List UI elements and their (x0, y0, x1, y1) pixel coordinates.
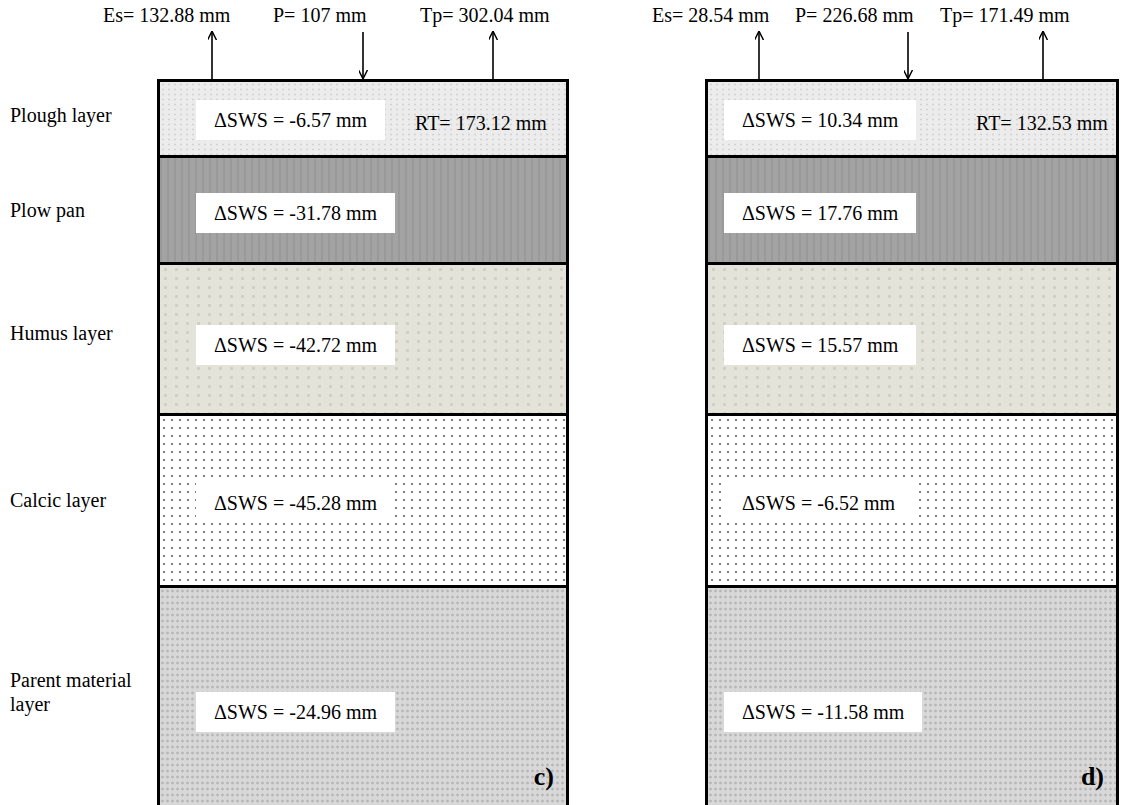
storage-change: ΔSWS = -6.52 mm (724, 483, 913, 523)
soil-layer: ΔSWS = 17.76 mm (708, 158, 1116, 265)
root-uptake: RT= 132.53 mm (976, 111, 1108, 135)
storage-change: ΔSWS = -24.96 mm (196, 692, 395, 732)
layer-name: Calcic layer (10, 488, 150, 512)
flux-label: Tp= 302.04 mm (420, 3, 550, 27)
flux-label: P= 107 mm (273, 3, 367, 27)
flux-label: P= 226.68 mm (795, 3, 914, 27)
flux-label: Tp= 171.49 mm (940, 3, 1070, 27)
flux-arrow (492, 32, 494, 79)
soil-layer: ΔSWS = -6.52 mm (708, 416, 1116, 588)
storage-change: ΔSWS = -6.57 mm (196, 100, 385, 140)
storage-change: ΔSWS = -42.72 mm (196, 325, 395, 365)
layer-name: Plow pan (10, 198, 150, 222)
soil-profile: ΔSWS = 10.34 mm RT= 132.53 mm ΔSWS = 17.76… (705, 79, 1119, 805)
root-uptake: RT= 173.12 mm (415, 111, 547, 135)
storage-change: ΔSWS = -11.58 mm (724, 692, 922, 732)
soil-layer: ΔSWS = -42.72 mm (160, 265, 566, 416)
storage-change: ΔSWS = 17.76 mm (724, 193, 916, 233)
flux-arrow (758, 32, 760, 79)
soil-layer: ΔSWS = -31.78 mm (160, 158, 566, 265)
soil-profile: ΔSWS = -6.57 mm RT= 173.12 mm ΔSWS = -31.7… (157, 79, 569, 805)
layer-name: Humus layer (10, 321, 150, 345)
storage-change: ΔSWS = -45.28 mm (196, 483, 395, 523)
soil-layer: ΔSWS = -11.58 mm (708, 588, 1116, 805)
storage-change: ΔSWS = -31.78 mm (196, 193, 395, 233)
storage-change: ΔSWS = 15.57 mm (724, 325, 916, 365)
storage-change: ΔSWS = 10.34 mm (724, 100, 916, 140)
soil-layer: ΔSWS = 15.57 mm (708, 265, 1116, 416)
flux-arrow (211, 32, 213, 79)
layer-name: Parent material layer (10, 668, 150, 716)
flux-arrow (1042, 32, 1044, 79)
soil-layer: ΔSWS = 10.34 mm RT= 132.53 mm (708, 82, 1116, 158)
flux-label: Es= 132.88 mm (103, 3, 230, 27)
flux-arrow (907, 32, 909, 78)
panel-letter: c) (534, 762, 554, 792)
panel-letter: d) (1081, 762, 1104, 792)
layer-name: Plough layer (10, 103, 150, 127)
soil-layer: ΔSWS = -24.96 mm (160, 588, 566, 805)
flux-label: Es= 28.54 mm (652, 3, 769, 27)
soil-layer: ΔSWS = -45.28 mm (160, 416, 566, 588)
flux-arrow (362, 32, 364, 78)
soil-layer: ΔSWS = -6.57 mm RT= 173.12 mm (160, 82, 566, 158)
